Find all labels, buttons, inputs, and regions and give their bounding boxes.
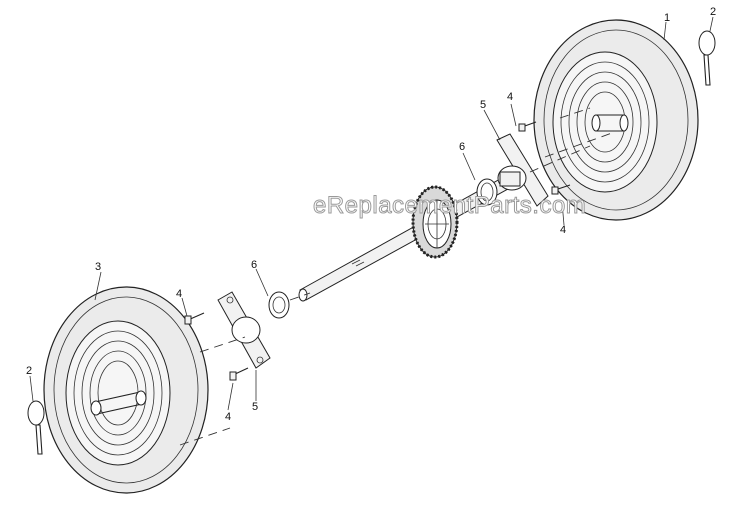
callout-6-lower: 6 <box>251 259 257 271</box>
bolt-upper-bottom[interactable] <box>551 184 571 195</box>
drive-gear[interactable] <box>411 185 459 259</box>
callout-2-right: 2 <box>710 6 716 18</box>
upper-washer[interactable] <box>476 178 498 206</box>
hitch-pin-right[interactable] <box>698 30 716 86</box>
callout-4-lower-top: 4 <box>176 288 182 300</box>
callout-4-lower-bottom: 4 <box>225 411 231 423</box>
callout-2-left: 2 <box>26 365 32 377</box>
callout-1: 1 <box>664 12 670 24</box>
callout-labels: 1 2 3 4 4 4 4 5 5 6 6 2 <box>26 6 716 423</box>
right-wheel[interactable] <box>533 19 699 221</box>
callout-4-upper-top: 4 <box>507 91 513 103</box>
callout-5-lower: 5 <box>252 401 258 413</box>
lower-washer[interactable] <box>268 291 290 319</box>
callout-4-upper-bottom: 4 <box>560 224 566 236</box>
callout-5-upper: 5 <box>480 99 486 111</box>
upper-bracket[interactable] <box>496 133 549 207</box>
bolt-lower-bottom[interactable] <box>229 367 249 381</box>
lower-bracket[interactable] <box>217 291 271 369</box>
assembly-lines <box>179 107 613 446</box>
bolt-upper-top[interactable] <box>518 121 537 132</box>
watermark-text: eReplacementParts.com <box>313 192 586 219</box>
hitch-pin-left[interactable] <box>27 400 45 455</box>
left-wheel[interactable] <box>43 286 209 494</box>
callout-6-upper: 6 <box>459 141 465 153</box>
bolt-lower-top[interactable] <box>184 312 205 325</box>
leader-lines <box>29 16 714 411</box>
callout-3: 3 <box>95 261 101 273</box>
